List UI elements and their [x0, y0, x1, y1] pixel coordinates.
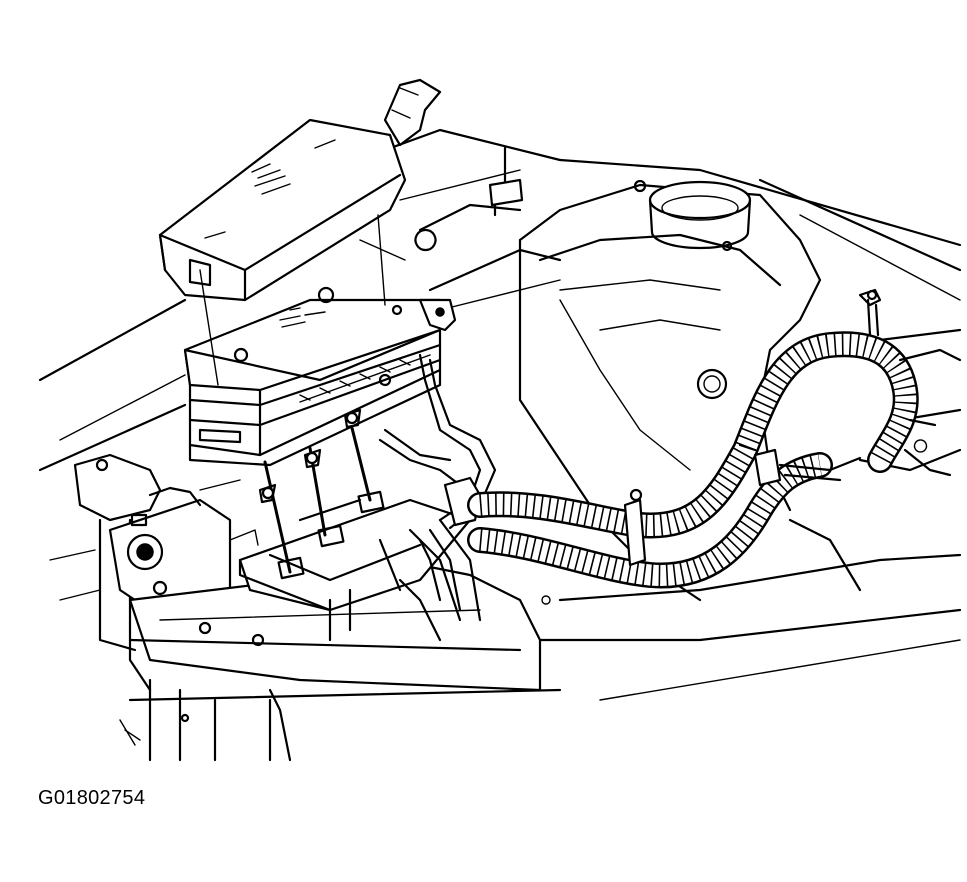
fuse-block-mount-tray [199, 479, 472, 642]
wiring-harness-loom [467, 288, 919, 589]
strut-tower [518, 179, 822, 605]
right-side-components [788, 348, 962, 592]
relay-terminal [414, 146, 524, 252]
fuse-block-cover [158, 78, 442, 386]
figure-id-label: G01802754 [38, 787, 146, 809]
inner-fender-panels [38, 128, 962, 702]
fuse-block-body [183, 286, 457, 574]
front-frame-rail [49, 453, 542, 762]
